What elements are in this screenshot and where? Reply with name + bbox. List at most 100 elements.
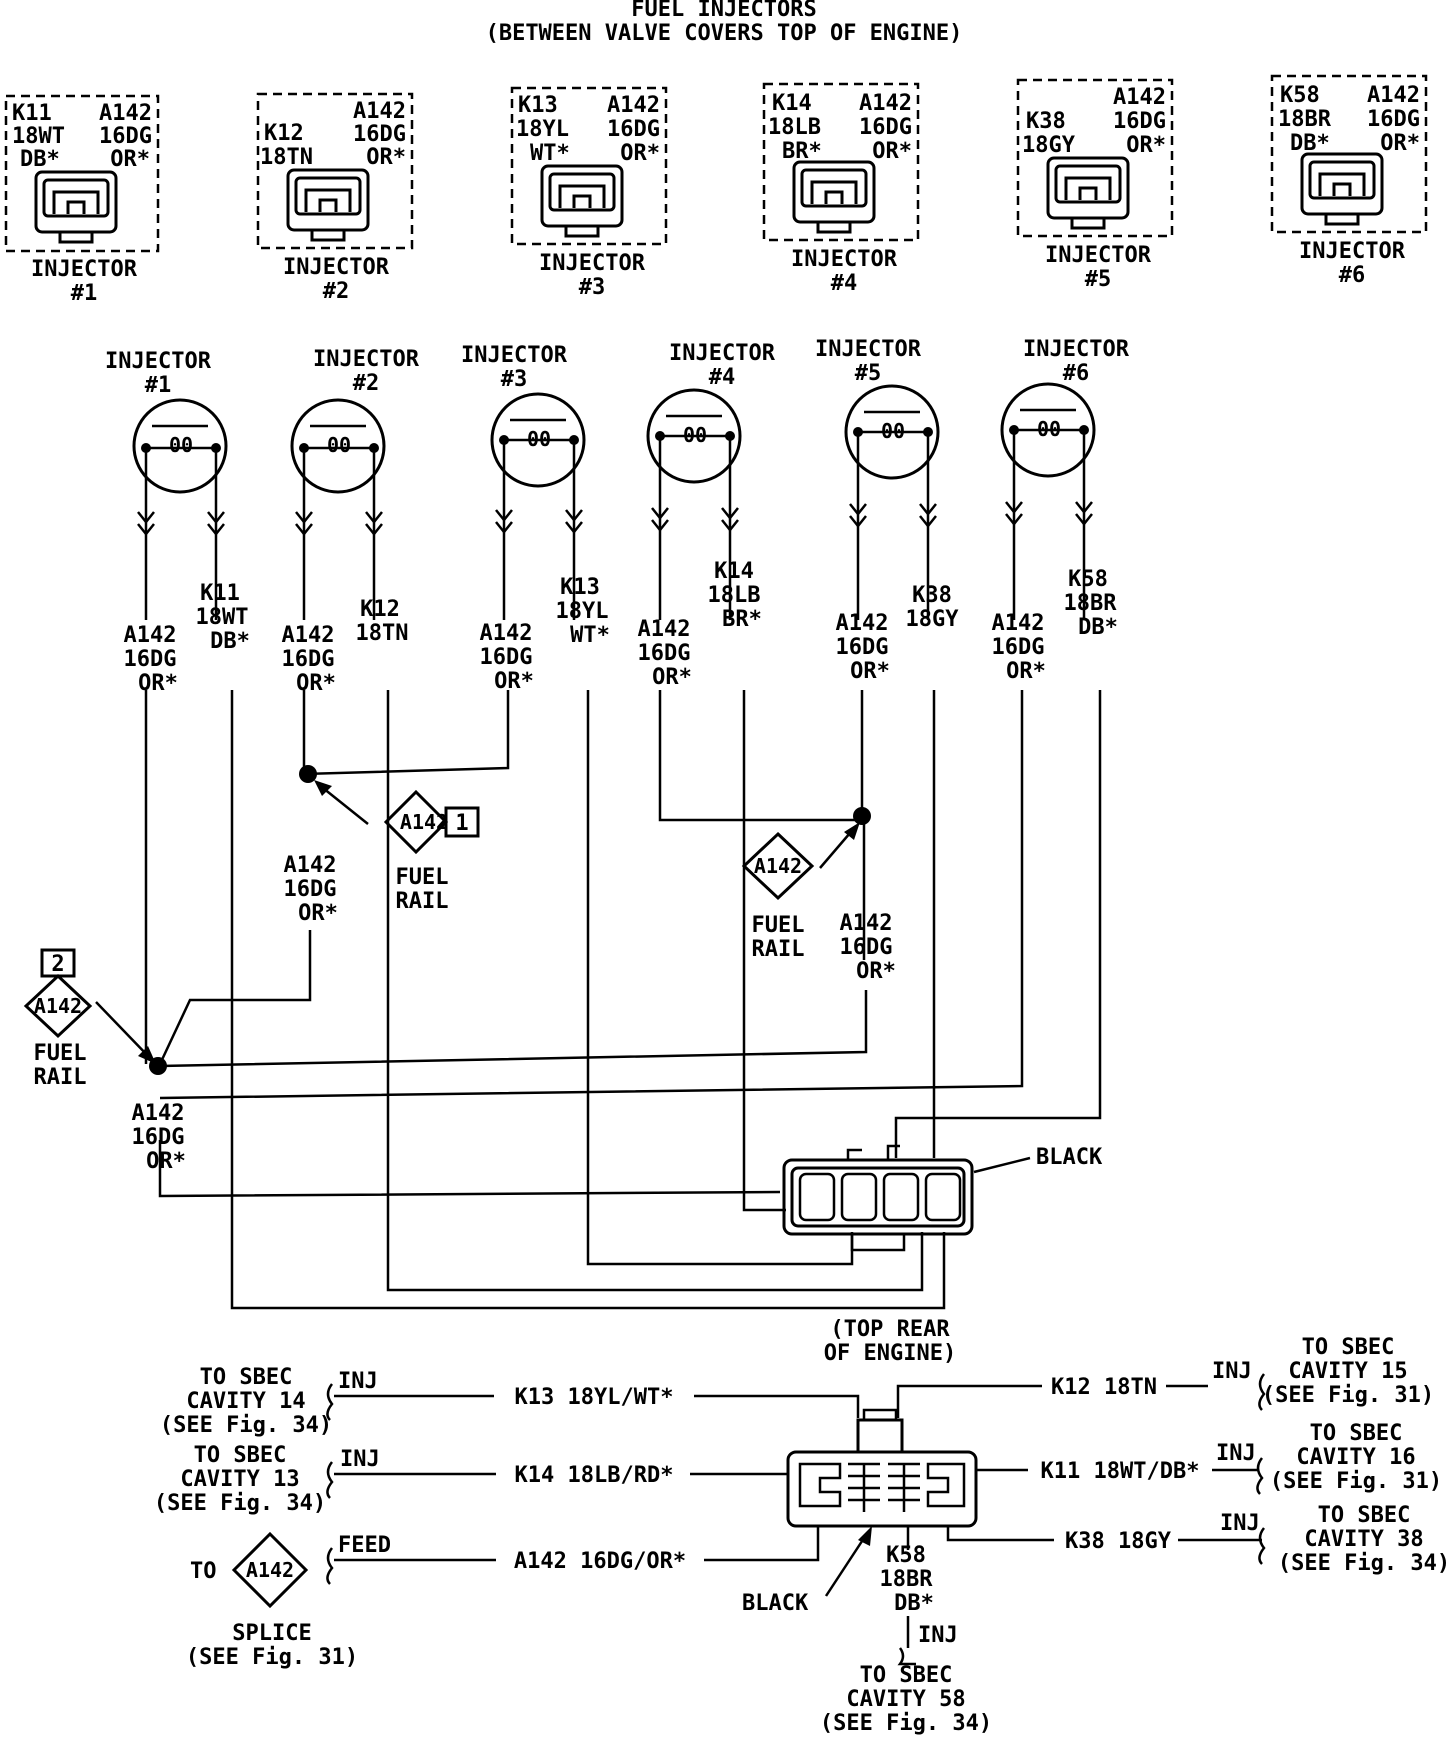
wire-label-inj5-feed: A142 16DG OR* [836, 611, 890, 684]
injector-symbol-3: INJECTOR #3 00 [461, 343, 586, 488]
injector-symbol-5: INJECTOR #5 00 [815, 337, 940, 480]
splice-3-rail-line1: FUEL [34, 1041, 87, 1066]
connector-1-left-circuit: K11 [12, 101, 52, 126]
splice-1-rail-line2: RAIL [396, 889, 449, 914]
right-circuit-k11-dest-1: TO SBEC [1310, 1421, 1403, 1446]
wire-label-text: OR* [138, 671, 178, 696]
right-circuit-k38-wire: K38 18GY [1065, 1529, 1172, 1554]
connector-2-left-circuit: K12 [264, 121, 304, 146]
wire-label-text: OR* [856, 959, 896, 984]
bottom-connector-color: BLACK [742, 1591, 809, 1616]
wire-label-text: 16DG [284, 877, 337, 902]
harness-connector: BLACK [782, 1144, 1103, 1252]
connector-6-right-tracer: OR* [1380, 131, 1420, 156]
wire-label-text: K38 [912, 583, 952, 608]
connector-5-caption: INJECTOR [1045, 243, 1152, 268]
connector-3-left-gauge: 18YL [516, 117, 569, 142]
connector-4-caption: INJECTOR [791, 247, 898, 272]
splice-3-rail-line2: RAIL [34, 1065, 87, 1090]
splice-2-rail-line2: RAIL [752, 937, 805, 962]
right-circuit-k38: K38 18GY INJ TO SBEC CAVITY 38 (SEE Fig.… [1065, 1503, 1450, 1576]
connector-4-left-circuit: K14 [772, 91, 812, 116]
wire-label-inj1-feed: A142 16DG OR* [124, 623, 178, 696]
wire-label-text: OR* [146, 1149, 186, 1174]
bottom-connector-location-line2: OF ENGINE) [824, 1341, 956, 1366]
bottom-connector-location-line1: (TOP REAR [830, 1317, 950, 1342]
wire-label-text: 18WT [196, 605, 249, 630]
left-circuit-feed-diamond: A142 [246, 1558, 294, 1582]
splice-1-rail-line1: FUEL [396, 865, 449, 890]
wire-label-text: 16DG [836, 635, 889, 660]
splice-1-label: A142 [400, 810, 448, 834]
connector-view-injector-2: K12 18TN A142 16DG OR* INJECTOR #2 [256, 92, 414, 304]
connector-2-caption: INJECTOR [283, 255, 390, 280]
wire-label-text: 18GY [906, 607, 960, 632]
right-circuit-k12-dest-3: (SEE Fig. 31) [1262, 1383, 1434, 1408]
left-circuit-k13-dest-2: CAVITY 14 [186, 1389, 305, 1414]
connector-5-right-circuit: A142 [1113, 85, 1166, 110]
connector-4-left-tracer: BR* [782, 139, 822, 164]
connector-6-left-circuit: K58 [1280, 83, 1320, 108]
connector-5-number: #5 [1085, 267, 1112, 292]
injector-symbol-2: INJECTOR #2 00 [290, 347, 420, 494]
wire-label-text: 18LB [708, 583, 761, 608]
wire-label-text: 16DG [132, 1125, 185, 1150]
injector-1-number: #1 [145, 373, 172, 398]
bottom-k58-gauge: 18BR [880, 1567, 934, 1592]
wire-label-text: 16DG [282, 647, 335, 672]
right-circuit-k12-tag: INJ [1212, 1359, 1252, 1384]
connector-5-right-tracer: OR* [1126, 133, 1166, 158]
connector-view-injector-6: K58 18BR DB* A142 16DG OR* INJECTOR #6 [1270, 74, 1428, 288]
diagram-title: FUEL INJECTORS [631, 0, 816, 22]
connector-3-left-tracer: WT* [530, 141, 570, 166]
connector-1-caption: INJECTOR [31, 257, 138, 282]
injector-2-symbol: 00 [327, 433, 351, 457]
left-circuit-k14-dest-2: CAVITY 13 [180, 1467, 299, 1492]
connector-3-right-gauge: 16DG [607, 117, 660, 142]
wire-label-text: A142 [992, 611, 1045, 636]
left-circuit-k14-wire: K14 18LB/RD* [515, 1463, 674, 1488]
right-circuit-k38-tag: INJ [1220, 1511, 1260, 1536]
left-circuit-k14-dest-1: TO SBEC [194, 1443, 287, 1468]
connector-2-right-circuit: A142 [353, 99, 406, 124]
connector-4-right-circuit: A142 [859, 91, 912, 116]
injector-symbol-6: INJECTOR #6 00 [1000, 337, 1130, 478]
splice-3-ref: 2 [51, 952, 64, 977]
wire-label-text: A142 [480, 621, 533, 646]
connector-2-number: #2 [323, 279, 350, 304]
wire-label-text: OR* [296, 671, 336, 696]
wire-label-inj4-feed: A142 16DG OR* [638, 617, 692, 690]
injector-3-symbol: 00 [527, 427, 551, 451]
left-circuit-k13: K13 18YL/WT* INJ TO SBEC CAVITY 14 (SEE … [160, 1365, 674, 1438]
connector-3-right-tracer: OR* [620, 141, 660, 166]
right-circuit-k12-dest-2: CAVITY 15 [1288, 1359, 1407, 1384]
injector-symbol-1: INJECTOR #1 00 [105, 349, 228, 494]
right-circuit-k38-dest-1: TO SBEC [1318, 1503, 1411, 1528]
injector-5-number: #5 [855, 361, 882, 386]
left-circuit-k14-tag: INJ [340, 1447, 380, 1472]
splice-1-ref: 1 [455, 811, 468, 836]
right-circuit-k11: K11 18WT/DB* INJ TO SBEC CAVITY 16 (SEE … [1041, 1421, 1443, 1494]
wire-label-text: 18TN [356, 621, 409, 646]
left-circuit-k13-tag: INJ [338, 1369, 378, 1394]
connector-1-left-gauge: 18WT [12, 124, 65, 149]
connector-6-number: #6 [1339, 263, 1366, 288]
splice-2-rail-line1: FUEL [752, 913, 805, 938]
left-circuit-k14: K14 18LB/RD* INJ TO SBEC CAVITY 13 (SEE … [154, 1443, 674, 1516]
bottom-k58-dest-line2: CAVITY 58 [846, 1687, 965, 1712]
wire-label-text: K12 [360, 597, 400, 622]
wire-label-text: A142 [840, 911, 893, 936]
injector-6-symbol: 00 [1037, 417, 1061, 441]
splice-3-label: A142 [34, 994, 82, 1018]
left-circuit-k13-dest-3: (SEE Fig. 34) [160, 1413, 332, 1438]
connector-6-caption: INJECTOR [1299, 239, 1406, 264]
connector-4-right-gauge: 16DG [859, 115, 912, 140]
wire-label-inj2-feed: A142 16DG OR* [282, 623, 336, 696]
connector-6-right-gauge: 16DG [1367, 107, 1420, 132]
wire-label-k14: K14 18LB BR* [708, 559, 762, 632]
connector-2-right-gauge: 16DG [353, 122, 406, 147]
connector-6-left-tracer: DB* [1290, 131, 1330, 156]
connector-1-number: #1 [71, 281, 98, 306]
wire-label-text: 16DG [638, 641, 691, 666]
right-circuit-k12-wire: K12 18TN [1051, 1375, 1157, 1400]
